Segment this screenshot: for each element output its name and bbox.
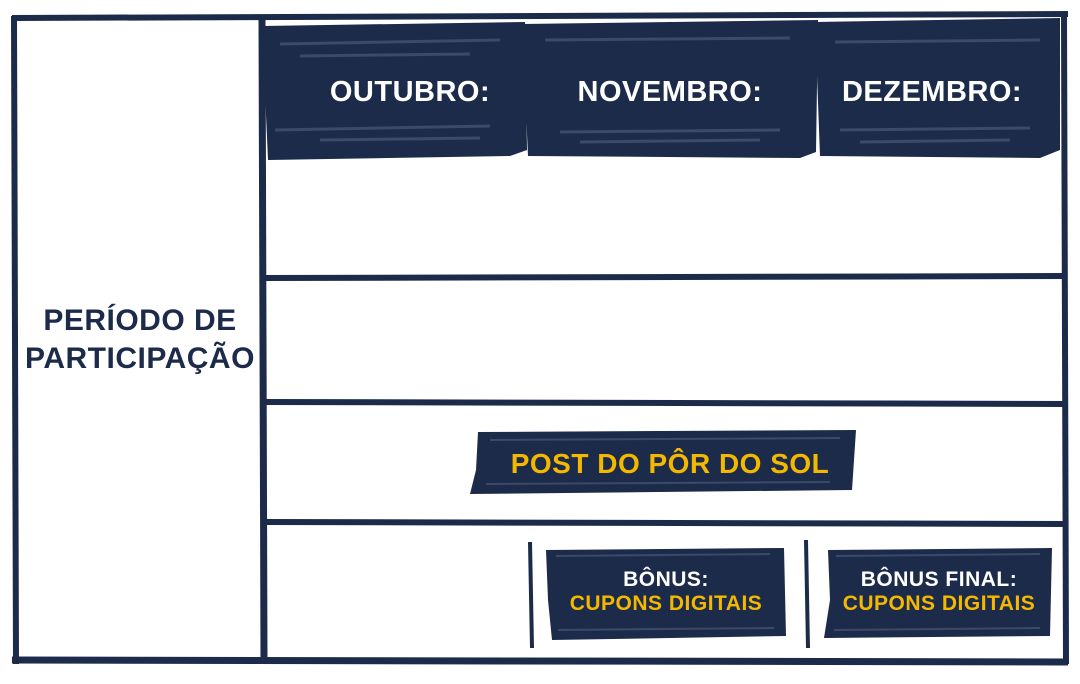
post-sunset-label: POST DO PÔR DO SOL: [510, 448, 830, 479]
bonus-brush-pill: [546, 548, 786, 640]
bonus-label: BÔNUS: CUPONS DIGITAIS: [548, 568, 784, 616]
header-brush-band: [262, 18, 1060, 160]
bonus-subtitle: CUPONS DIGITAIS: [569, 592, 763, 615]
participation-period-line1: PERÍODO DE: [43, 304, 237, 337]
header-month-november: NOVEMBRO:: [577, 76, 763, 108]
header-month-october: OUTUBRO:: [329, 76, 491, 108]
bonus-final-title: BÔNUS FINAL:: [860, 568, 1018, 591]
header-month-december: DEZEMBRO:: [841, 76, 1023, 108]
bonus-title: BÔNUS:: [623, 568, 709, 591]
table-grid-lines: [11, 11, 1069, 666]
bonus-final-brush-pill: [824, 548, 1052, 638]
bonus-final-label: BÔNUS FINAL: CUPONS DIGITAIS: [828, 568, 1050, 616]
post-brush-pill: [470, 430, 856, 494]
participation-period-label: PERÍODO DE PARTICIPAÇÃO: [20, 302, 260, 378]
participation-period-line2: PARTICIPAÇÃO: [25, 342, 255, 375]
bonus-final-subtitle: CUPONS DIGITAIS: [842, 592, 1036, 615]
